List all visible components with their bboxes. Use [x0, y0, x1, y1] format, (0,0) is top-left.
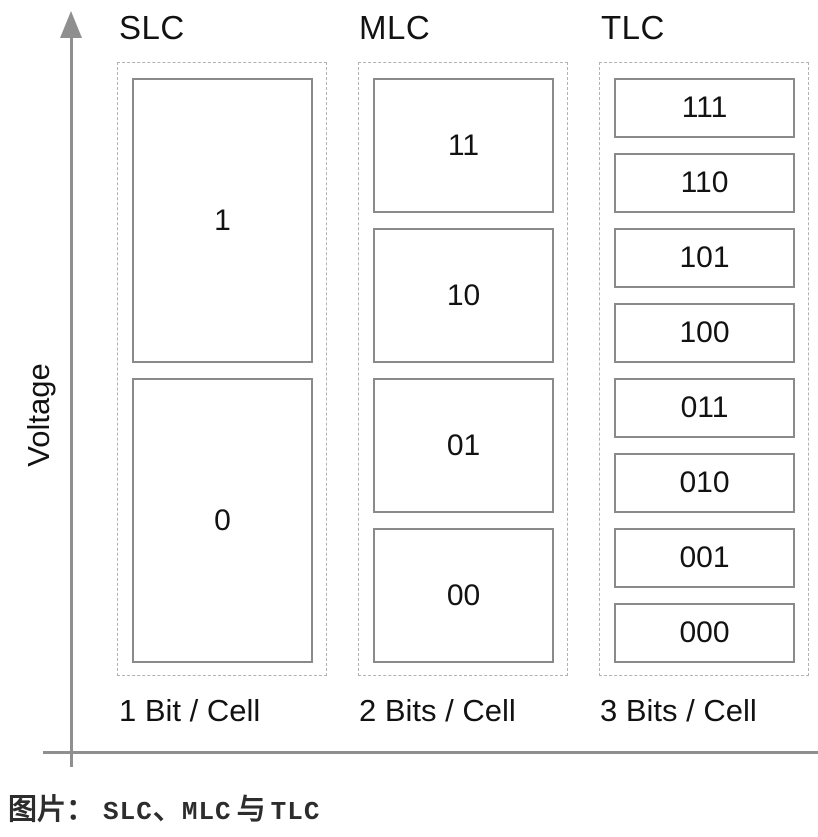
figure-caption-mlc: MLC — [181, 797, 232, 827]
bit-value-label: 11 — [447, 128, 480, 162]
mlc-level-cell: 00 — [373, 528, 554, 663]
bit-value-label: 1 — [214, 203, 231, 237]
slc-level-cell: 0 — [132, 378, 313, 663]
column-caption-mlc: 2 Bits / Cell — [359, 693, 516, 728]
bit-value-label: 000 — [679, 616, 730, 649]
y-axis-arrow-icon — [60, 11, 82, 38]
tlc-level-cell: 010 — [614, 453, 795, 513]
tlc-level-cell: 111 — [614, 78, 795, 138]
bit-value-label: 01 — [446, 428, 481, 462]
bit-value-label: 010 — [679, 466, 730, 499]
bit-value-label: 00 — [446, 578, 481, 612]
y-axis-label-voltage: Voltage — [21, 363, 56, 467]
x-axis-line — [43, 751, 818, 754]
column-caption-tlc: 3 Bits / Cell — [600, 693, 757, 728]
bit-value-label: 111 — [681, 91, 728, 124]
tlc-level-cell: 110 — [614, 153, 795, 213]
bit-value-label: 011 — [680, 391, 729, 424]
bit-value-label: 10 — [446, 278, 481, 312]
bit-value-label: 001 — [679, 541, 730, 574]
column-title-tlc: TLC — [601, 9, 665, 46]
tlc-level-cell: 101 — [614, 228, 795, 288]
bit-value-label: 110 — [680, 166, 729, 199]
tlc-level-cell: 001 — [614, 528, 795, 588]
mlc-level-cell: 10 — [373, 228, 554, 363]
mlc-level-cell: 11 — [373, 78, 554, 213]
column-caption-slc: 1 Bit / Cell — [119, 693, 261, 728]
y-axis-line — [70, 36, 73, 767]
bit-value-label: 101 — [679, 241, 730, 274]
bit-value-label: 0 — [214, 503, 231, 537]
tlc-column-container: 111 110 101 100 011 010 001 000 — [599, 62, 809, 676]
figure-caption-tlc: TLC — [270, 797, 321, 827]
figure-caption-conjunction: 与 — [236, 794, 266, 826]
figure-caption-prefix: 图片： — [8, 794, 96, 826]
tlc-level-cell: 011 — [614, 378, 795, 438]
figure-caption-separator: 、 — [152, 794, 182, 826]
slc-column-container: 1 0 — [117, 62, 327, 676]
tlc-level-cell: 000 — [614, 603, 795, 663]
mlc-level-cell: 01 — [373, 378, 554, 513]
slc-level-cell: 1 — [132, 78, 313, 363]
column-title-mlc: MLC — [359, 9, 431, 46]
tlc-level-cell: 100 — [614, 303, 795, 363]
bit-value-label: 100 — [679, 316, 730, 349]
column-title-slc: SLC — [119, 9, 185, 46]
figure-caption-slc: SLC — [103, 797, 153, 827]
mlc-column-container: 11 10 01 00 — [358, 62, 568, 676]
